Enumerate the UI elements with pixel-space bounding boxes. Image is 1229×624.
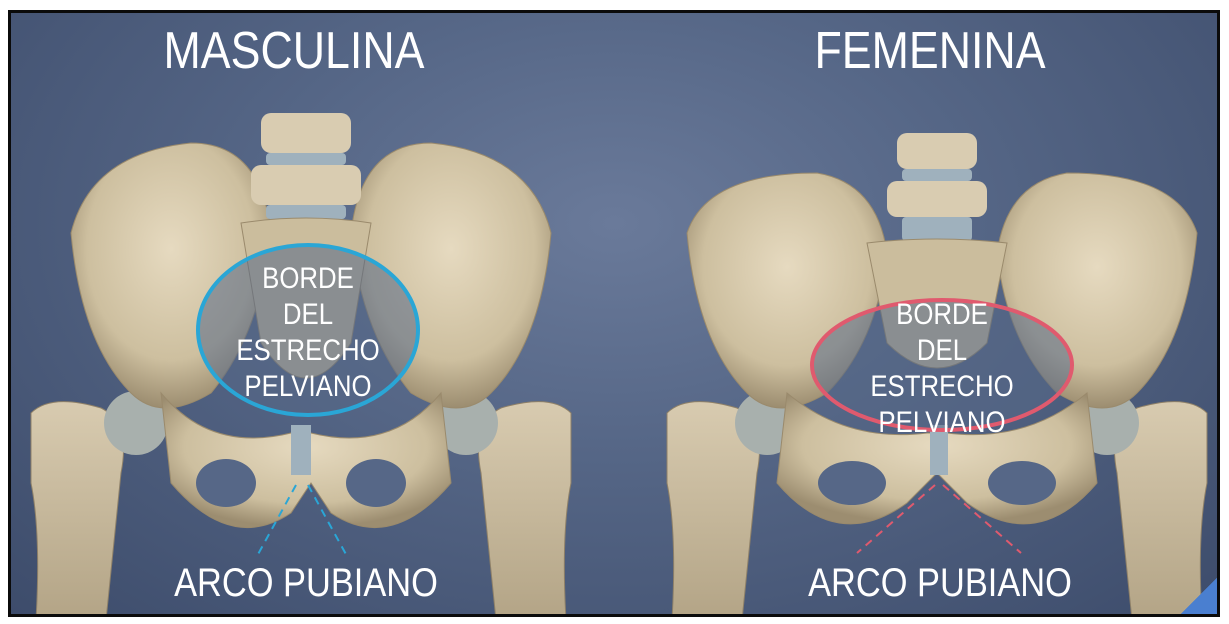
female-pubic-arch-label: ARCO PUBIANO [679,561,1200,606]
intervertebral-disc-1 [266,153,346,165]
female-pelvis-panel: FEMENINA BORDE DEL ESTRECHO PELVIANO ARC… [617,13,1220,614]
female-inlet-label-line-2: DEL ESTRECHO [843,333,1041,405]
right-obturator-foramen [346,459,406,507]
male-pubic-arch-label: ARCO PUBIANO [45,561,566,606]
left-obturator-foramen [196,459,256,507]
intervertebral-disc-1 [902,169,972,181]
male-inlet-label-line-3: PELVIANO [213,369,402,405]
intervertebral-disc-2 [902,217,972,241]
lumbar-vertebra-1 [261,113,351,153]
female-title: FEMENINA [669,21,1190,81]
male-inlet-label-line-2: DEL ESTRECHO [213,297,402,369]
left-obturator-foramen [818,461,886,505]
female-inlet-label: BORDE DEL ESTRECHO PELVIANO [843,297,1041,441]
male-inlet-label: BORDE DEL ESTRECHO PELVIANO [213,261,402,405]
image-frame: MASCULINA BORDE DEL ESTRECHO PELVIANO AR… [8,10,1220,617]
lumbar-vertebra-2 [887,181,987,217]
female-inlet-label-line-3: PELVIANO [843,405,1041,441]
lumbar-vertebra-1 [897,133,977,169]
female-inlet-label-line-1: BORDE [843,297,1041,333]
pubic-symphysis [291,425,311,475]
male-title: MASCULINA [33,21,554,81]
lumbar-vertebra-2 [251,165,361,205]
intervertebral-disc-2 [266,205,346,219]
right-obturator-foramen [988,461,1056,505]
male-pelvis-panel: MASCULINA BORDE DEL ESTRECHO PELVIANO AR… [11,13,617,614]
corner-accent [1179,576,1219,616]
male-inlet-label-line-1: BORDE [213,261,402,297]
